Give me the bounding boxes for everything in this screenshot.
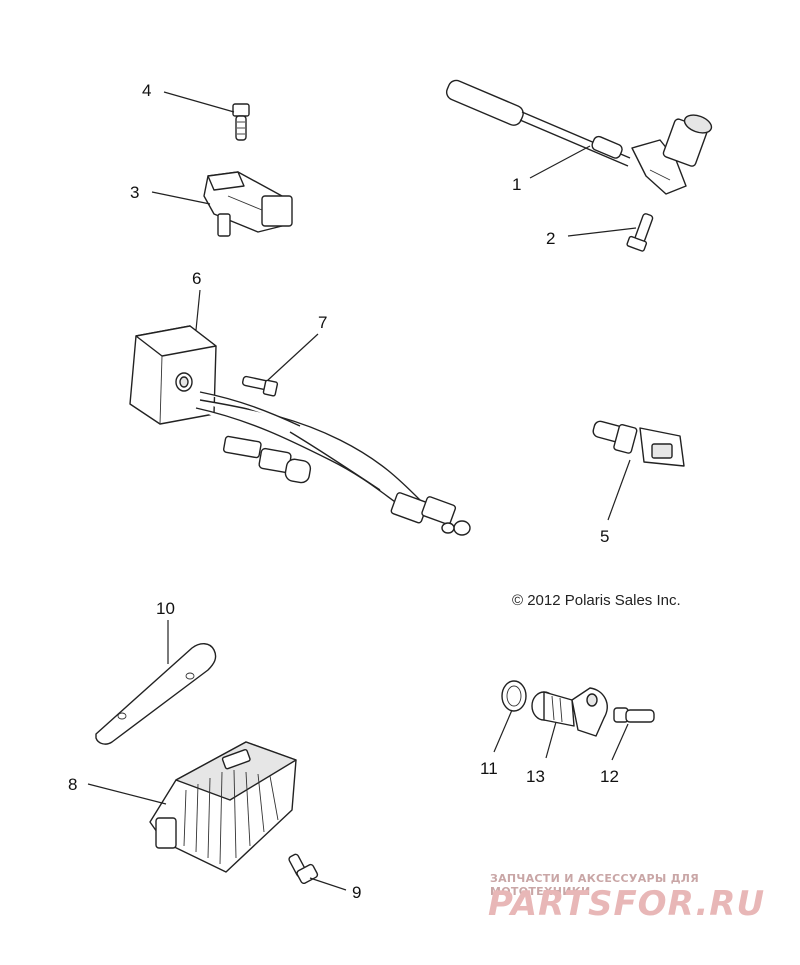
part-1-speed-sensor <box>445 79 713 195</box>
leader-8 <box>87 783 167 805</box>
part-8-regulator <box>149 741 297 873</box>
callout-6: 6 <box>192 269 201 288</box>
callout-labels: 1 2 3 4 5 6 7 8 9 10 11 12 13 <box>68 81 619 902</box>
part-11-o-ring <box>501 680 527 712</box>
callout-5: 5 <box>600 527 609 546</box>
leader-1 <box>529 145 591 179</box>
leader-6 <box>195 289 201 331</box>
leader-2 <box>567 227 637 237</box>
callout-7: 7 <box>318 313 327 332</box>
leader-lines <box>87 91 637 891</box>
callout-8: 8 <box>68 775 77 794</box>
callout-1: 1 <box>512 175 521 194</box>
leader-12 <box>611 723 629 761</box>
part-4-bolt <box>232 103 250 141</box>
part-6-harness-module <box>129 325 471 536</box>
watermark-tagline: ЗАПЧАСТИ И АКСЕССУАРЫ ДЛЯ МОТОТЕХНИКИ <box>490 872 700 898</box>
part-3-map-sensor <box>203 171 293 237</box>
watermark-brand: PARTSFOR.RU <box>488 884 766 924</box>
leader-3 <box>151 191 211 205</box>
part-7-bolt <box>241 375 279 397</box>
leader-11 <box>493 709 513 753</box>
part-13-cam-sensor <box>531 687 608 737</box>
callout-10: 10 <box>156 599 175 618</box>
leader-5 <box>607 459 631 521</box>
callout-12: 12 <box>600 767 619 786</box>
callout-4: 4 <box>142 81 151 100</box>
copyright-text: © 2012 Polaris Sales Inc. <box>512 592 681 609</box>
leader-4 <box>163 91 235 113</box>
callout-13: 13 <box>526 767 545 786</box>
callout-9: 9 <box>352 883 361 902</box>
part-12-bolt <box>613 707 655 723</box>
callout-11: 11 <box>480 759 498 778</box>
leader-7 <box>267 333 319 381</box>
leader-13 <box>545 721 557 759</box>
part-5-temp-sensor <box>592 420 685 467</box>
callout-3: 3 <box>130 183 139 202</box>
callout-2: 2 <box>546 229 555 248</box>
part-10-gasket <box>95 643 217 745</box>
part-2-bolt <box>626 213 654 252</box>
leader-9 <box>309 877 347 891</box>
